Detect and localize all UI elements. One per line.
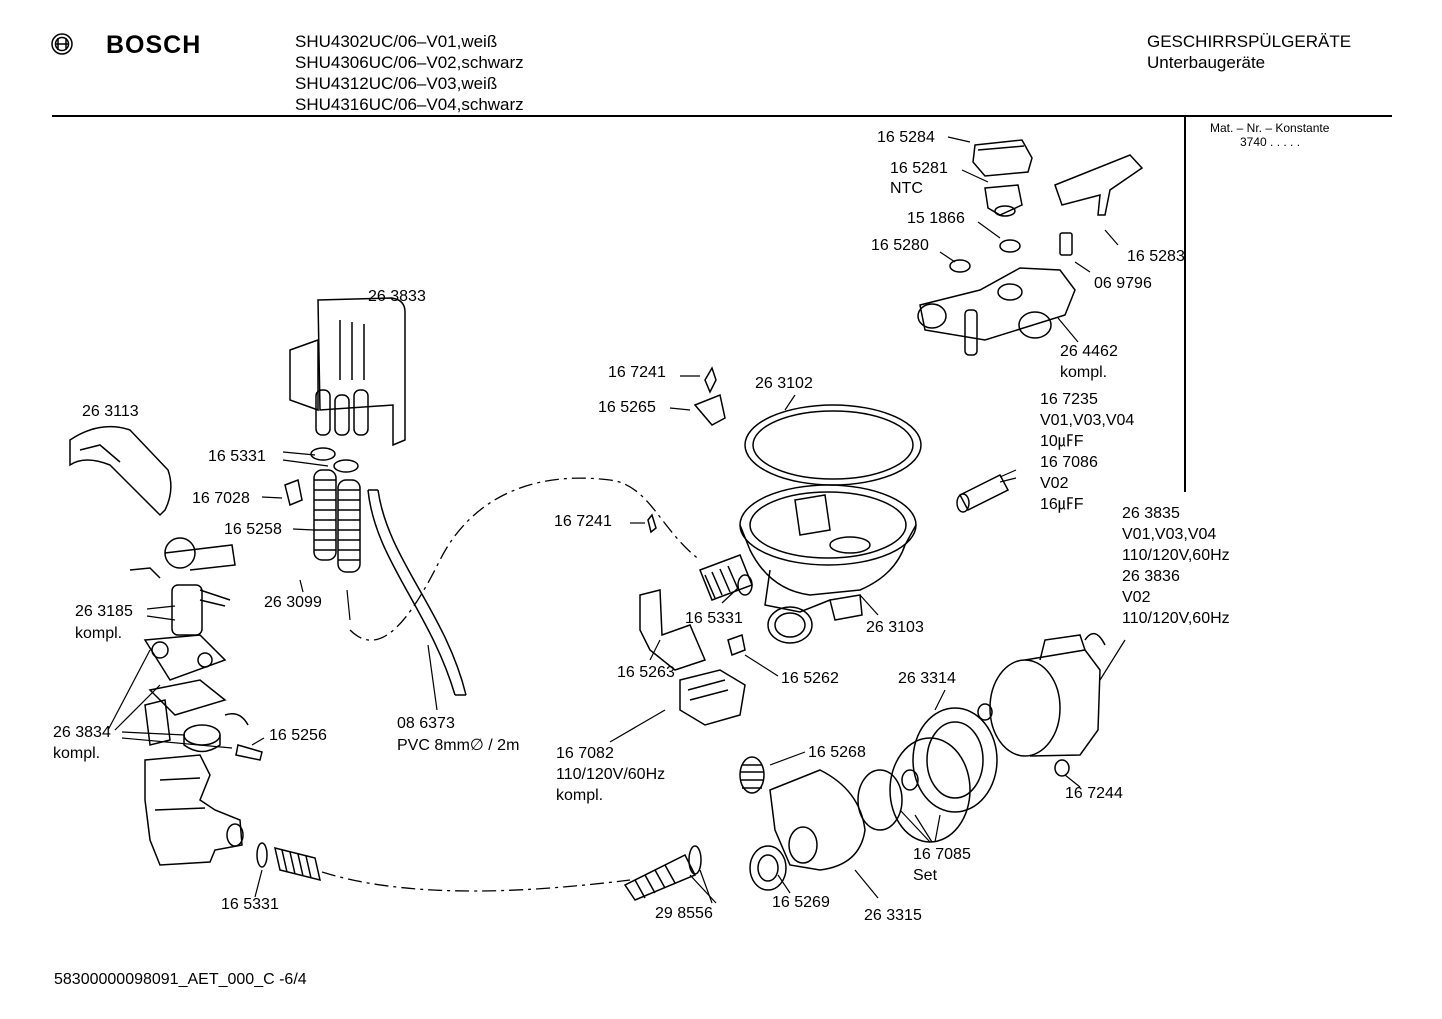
sump-valve-shape [144,754,322,882]
part-label: 16 7028 [192,490,250,507]
part-label: kompl. [1060,364,1108,381]
part-label: 15 1866 [907,210,965,227]
flow-heater-shape [639,589,746,726]
part-label: 26 3834 [53,724,111,741]
part-label: 26 3315 [864,907,922,924]
part-label: kompl. [556,787,604,804]
part-label: 16 7082 [556,745,614,762]
part-label: 29 8556 [655,905,713,922]
part-label: 16 5283 [1127,248,1185,265]
brand-wordmark: BOSCH [106,31,201,59]
category-title: GESCHIRRSPÜLGERÄTE [1147,32,1352,51]
part-label: 16 7244 [1065,785,1123,802]
model-line-2: SHU4306UC/06–V02,schwarz [295,53,524,72]
part-label: 16 5263 [617,664,675,681]
part-label: 26 3314 [898,670,956,687]
mat-number-value: 3740 . . . . . [1240,135,1301,149]
air-break-shape [289,297,406,447]
part-label: 16 5280 [871,237,929,254]
capacitor-shape [956,474,1010,513]
part-label: 06 9796 [1094,275,1152,292]
model-line-4: SHU4316UC/06–V04,schwarz [295,95,524,114]
part-label: 16 5265 [598,399,656,416]
part-label: 16 5262 [781,670,839,687]
model-line-3: SHU4312UC/06–V03,weiß [295,74,498,93]
part-label: 16 5268 [808,744,866,761]
mat-number-label: Mat. – Nr. – Konstante [1210,121,1330,135]
part-label: 26 4462 [1060,343,1118,360]
part-label: 16 7241 [608,364,666,381]
part-label: 26 3099 [264,594,322,611]
part-label: 16 5269 [772,894,830,911]
part-label: kompl. [75,625,123,642]
part-label: 26 3102 [755,375,813,392]
ntc-sensor-group-shape [917,139,1144,356]
part-label: 110/120V,60Hz [1122,547,1230,564]
bosch-logo-icon [51,33,73,55]
hose-298556-shape [623,845,702,901]
part-label: 26 3103 [866,619,924,636]
part-label: PVC 8mm∅ / 2m [397,737,520,754]
part-label: 26 3835 [1122,505,1180,522]
hose-to-sump-shape [647,366,753,601]
part-label: 16㎌F [1040,496,1084,513]
part-label: 16 5331 [221,896,279,913]
part-label: 26 3113 [82,403,139,420]
model-line-1: SHU4302UC/06–V01,weiß [295,32,498,51]
hose-spring-shapes [284,447,361,573]
part-label: V02 [1122,589,1151,606]
part-label: 16 5258 [224,521,282,538]
category-subtitle: Unterbaugeräte [1147,53,1266,72]
part-label: 110/120V,60Hz [1122,610,1230,627]
document-code: 58300000098091_AET_000_C -6/4 [54,971,307,988]
sump-shape [739,404,922,644]
part-label: V01,V03,V04 [1122,526,1217,543]
part-label: 16 5284 [877,129,935,146]
part-label: 10㎌F [1040,433,1084,450]
part-label: V01,V03,V04 [1040,412,1135,429]
part-label: 26 3833 [368,288,426,305]
hose-paths [321,477,701,892]
part-label: 08 6373 [397,715,455,732]
part-label: V02 [1040,475,1069,492]
circulation-pump-shape [739,632,1106,891]
pvc-hose-shape [367,489,467,696]
part-label: Set [913,867,938,884]
part-label: 16 5331 [685,610,743,627]
leader-lines [107,136,1126,904]
part-label: 16 5281 [890,160,948,177]
part-label: 26 3185 [75,603,133,620]
level-switch-assembly-shape [129,537,263,761]
part-label: NTC [890,180,923,197]
part-label: 26 3836 [1122,568,1180,585]
part-label: 16 5256 [269,727,327,744]
part-label: 16 7235 [1040,391,1098,408]
cover-263113-shape [69,425,172,517]
part-label: 16 5331 [208,448,266,465]
part-label: kompl. [53,745,101,762]
part-label: 110/120V/60Hz [556,766,666,783]
part-label: 16 7241 [554,513,612,530]
part-label: 16 7086 [1040,454,1098,471]
part-label: 16 7085 [913,846,971,863]
